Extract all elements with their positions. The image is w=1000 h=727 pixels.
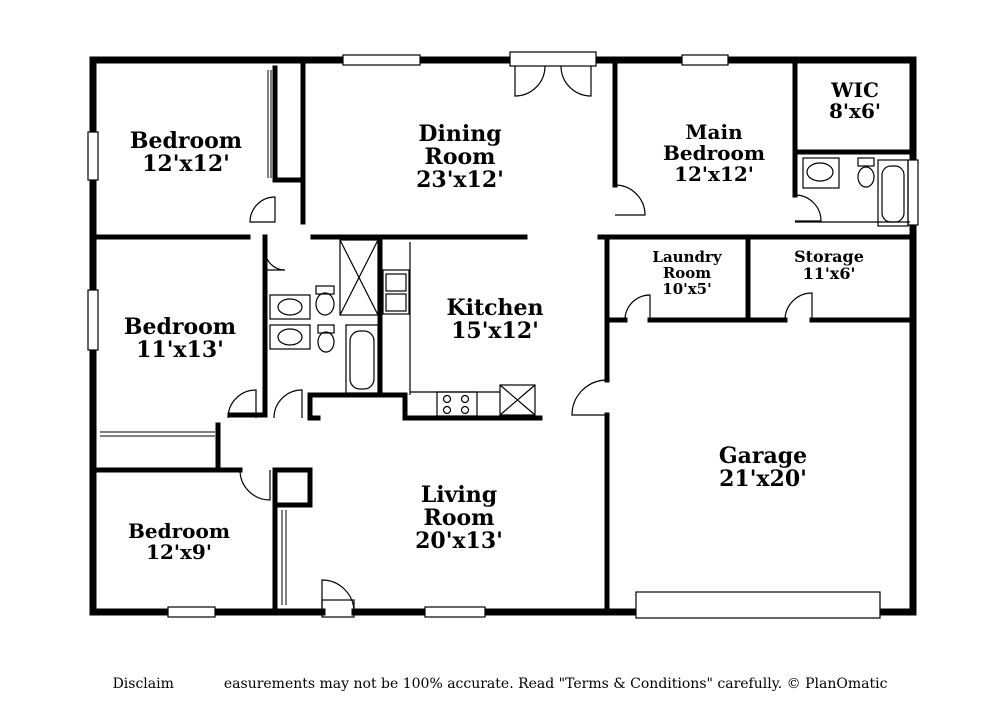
room-name-line1: Main [685, 120, 743, 144]
room-name: Bedroom [129, 128, 243, 154]
room-dimensions: 11'x13' [136, 337, 224, 364]
door-swings [227, 51, 822, 618]
room-garage: Garage 21'x20' [718, 443, 808, 493]
room-laundry: Laundry Room 10'x5' [652, 248, 722, 298]
room-name: Garage [718, 443, 808, 469]
disclaimer: Disclaim easurements may not be 100% accu… [0, 676, 1000, 692]
room-dimensions: 12'x12' [674, 162, 754, 186]
room-storage: Storage 11'x6' [794, 247, 864, 283]
room-name-line2: Bedroom [663, 141, 765, 165]
room-name-line2: Room [662, 263, 712, 282]
walls [89, 56, 917, 616]
room-name-line1: Dining [418, 121, 502, 147]
room-wic: WIC 8'x6' [829, 80, 881, 122]
room-name: Bedroom [128, 519, 230, 543]
room-living: Living Room 20'x13' [415, 482, 503, 555]
room-bedroom-3: Bedroom 12'x9' [128, 521, 230, 563]
room-kitchen: Kitchen 15'x12' [446, 295, 544, 345]
closet-doors [100, 70, 287, 605]
room-dimensions: 11'x6' [802, 263, 856, 283]
disclaimer-left: Disclaim [112, 676, 174, 692]
room-dimensions: 23'x12' [416, 167, 504, 194]
room-dimensions: 10'x5' [662, 279, 712, 298]
room-dimensions: 15'x12' [451, 318, 539, 345]
room-bedroom-1: Bedroom 12'x12' [129, 128, 243, 178]
disclaimer-right: easurements may not be 100% accurate. Re… [223, 676, 888, 692]
room-dimensions: 8'x6' [828, 99, 882, 123]
room-dimensions: 12'x12' [142, 151, 230, 178]
windows [87, 54, 919, 619]
room-name: Storage [794, 247, 864, 266]
fixtures [269, 157, 910, 417]
room-name-line2: Room [424, 144, 496, 171]
room-dimensions: 12'x9' [146, 540, 212, 564]
room-dining: Dining Room 23'x12' [416, 121, 504, 194]
room-bedroom-2: Bedroom 11'x13' [123, 314, 237, 364]
room-name-line1: Laundry [652, 248, 722, 266]
room-main-bedroom: Main Bedroom 12'x12' [663, 122, 765, 185]
room-name: Bedroom [123, 314, 237, 340]
room-name: WIC [831, 78, 879, 102]
room-dimensions: 20'x13' [415, 528, 503, 555]
room-dimensions: 21'x20' [719, 466, 807, 493]
room-name: Kitchen [446, 295, 544, 321]
room-name-line1: Living [420, 482, 498, 508]
room-name-line2: Room [423, 505, 495, 532]
interior-walls [90, 57, 916, 615]
